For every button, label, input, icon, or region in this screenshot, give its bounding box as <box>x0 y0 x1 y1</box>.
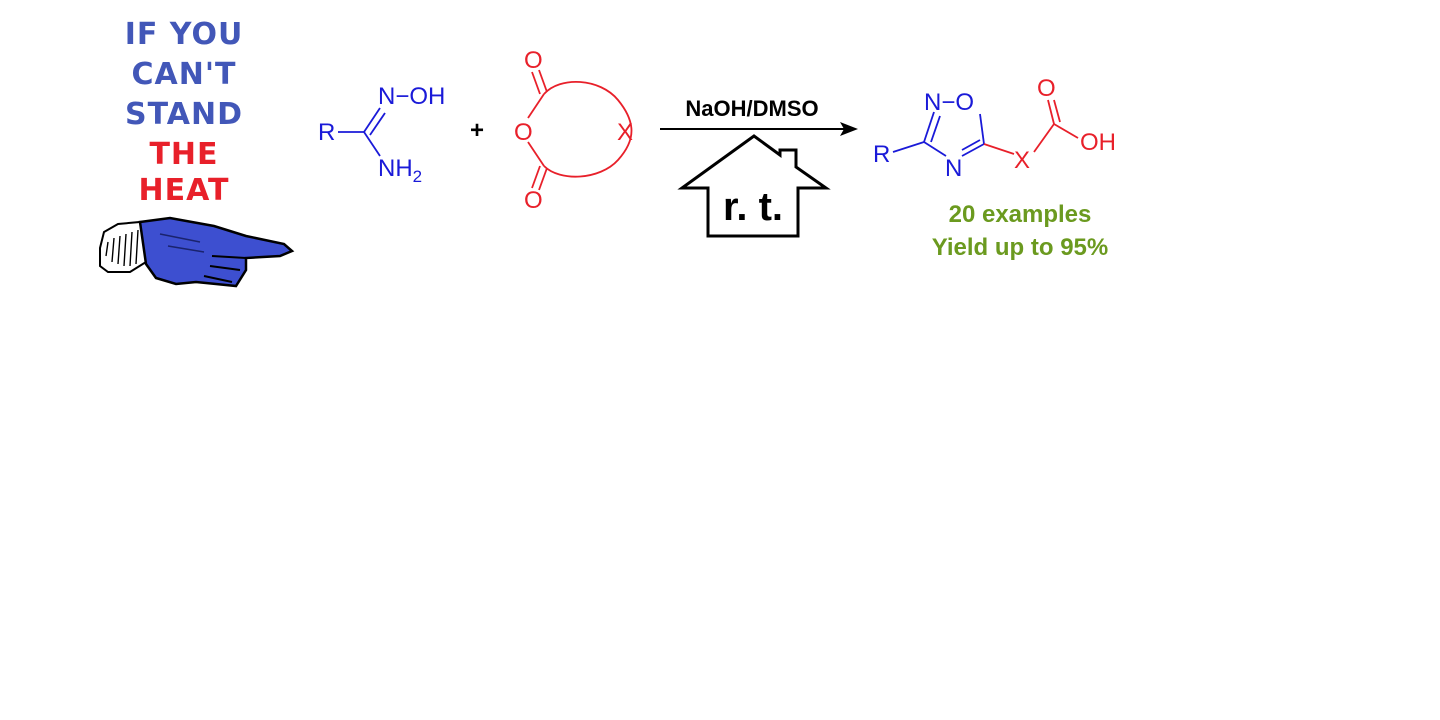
reaction-arrow <box>660 122 858 136</box>
product: R N−O N X O OH <box>873 75 1116 182</box>
product-oh: OH <box>1080 129 1116 156</box>
house-icon <box>677 134 831 238</box>
slogan-line-1: IF YOU <box>125 17 244 52</box>
anhydride-x-label: X <box>617 119 633 146</box>
summary-yield: Yield up to 95% <box>932 234 1108 261</box>
slogan: IF YOU CAN'T STAND THE HEAT <box>125 17 244 208</box>
conditions-temperature: r. t. <box>723 185 783 229</box>
amidoxime-n-oh: N−OH <box>378 83 445 110</box>
conditions-reagents: NaOH/DMSO <box>685 96 818 121</box>
plus-sign: + <box>470 117 484 144</box>
slogan-line-2: CAN'T <box>132 57 237 92</box>
slogan-line-3: STAND <box>125 97 243 132</box>
summary-examples: 20 examples <box>949 201 1092 228</box>
product-o-carbonyl: O <box>1037 75 1056 102</box>
slogan-line-5: HEAT <box>139 173 230 208</box>
amidoxime-r-group: R <box>318 119 335 146</box>
product-n-o: N−O <box>924 89 974 116</box>
cyclic-anhydride: O O O X <box>514 47 633 214</box>
anhydride-o-ring: O <box>514 119 533 146</box>
product-r-group: R <box>873 141 890 168</box>
slogan-line-4: THE <box>149 137 218 172</box>
amidoxime-nh2: NH2 <box>378 155 422 186</box>
amidoxime-nh2-main: NH <box>378 155 413 182</box>
amidoxime-nh2-sub: 2 <box>413 167 422 186</box>
amidoxime: R N−OH NH2 <box>318 83 445 186</box>
product-x-label: X <box>1014 147 1030 174</box>
product-n-ring: N <box>945 155 962 182</box>
anhydride-o-bottom: O <box>524 187 543 214</box>
anhydride-o-top: O <box>524 47 543 74</box>
pointing-hand-icon <box>99 216 295 288</box>
